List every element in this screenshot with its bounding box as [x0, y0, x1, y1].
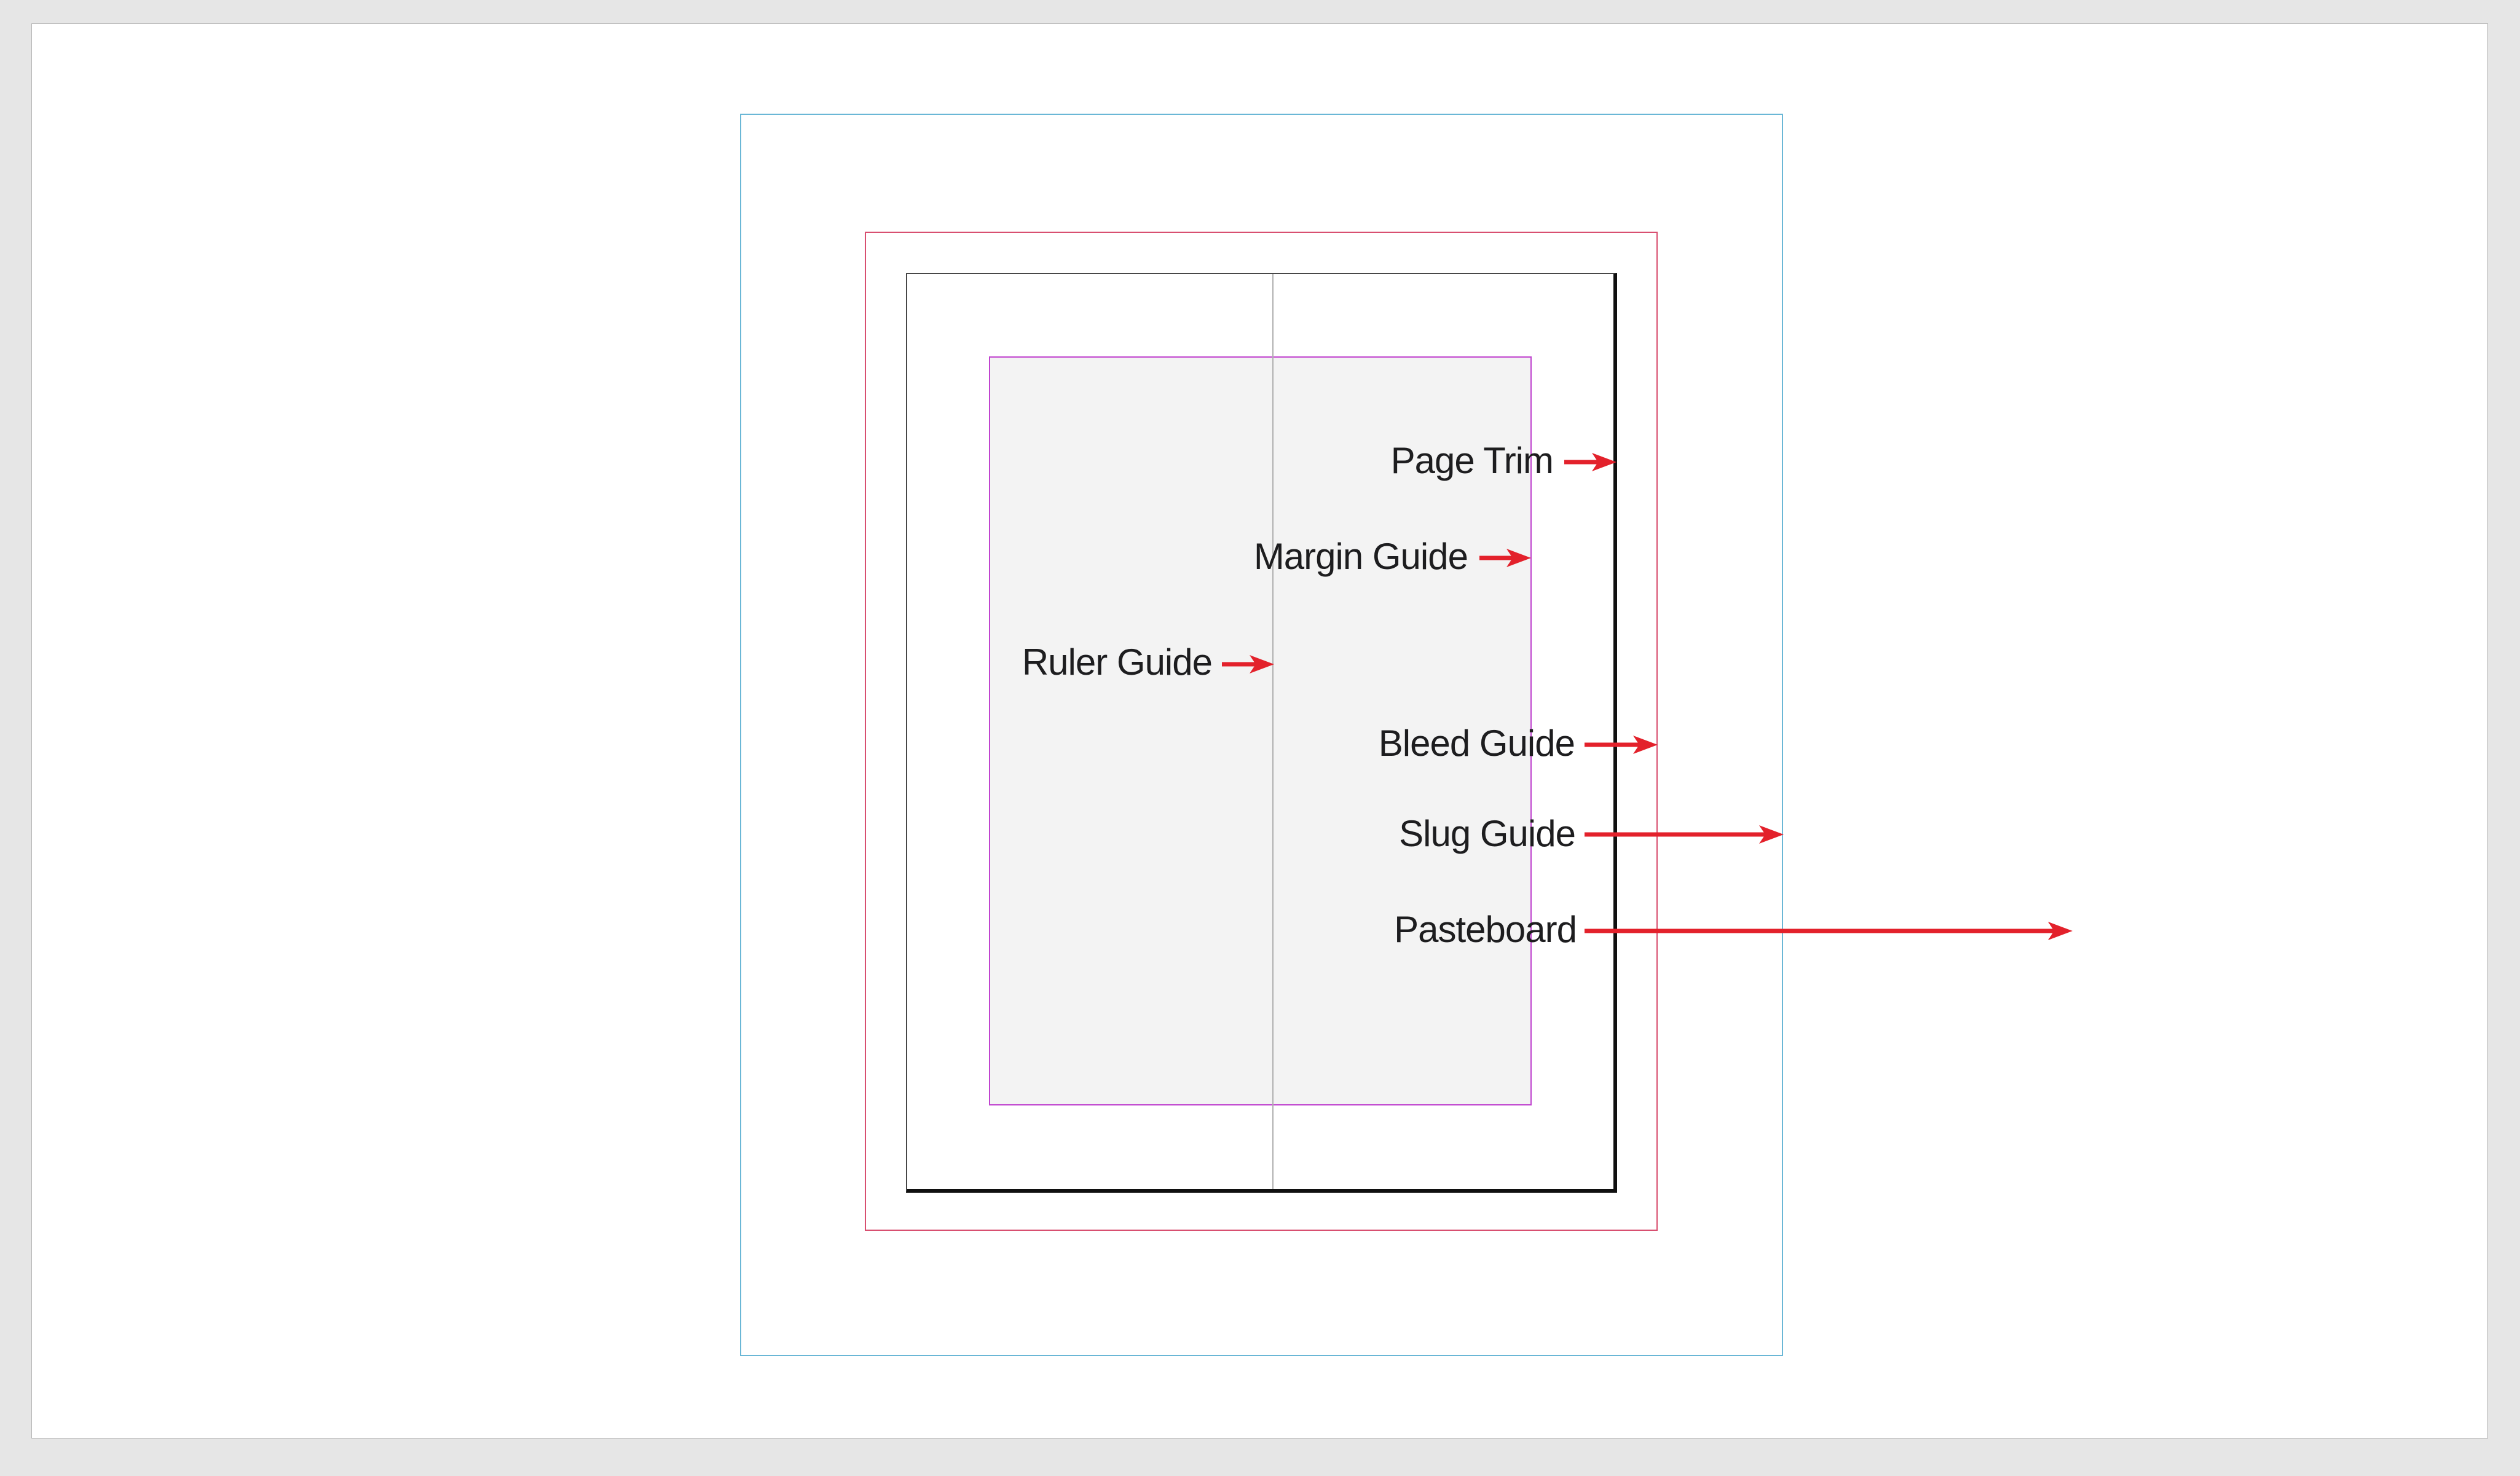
pasteboard-label: Pasteboard	[1394, 909, 1577, 950]
ruler-guide-arrow	[1222, 655, 1274, 673]
pasteboard-arrow	[1585, 922, 2073, 940]
slug-guide-rect	[740, 114, 1783, 1356]
margin-guide-label: Margin Guide	[1253, 536, 1468, 577]
ruler-guide-line	[1272, 274, 1274, 1189]
page-trim-label: Page Trim	[1390, 440, 1554, 481]
margin-guide-rect	[989, 356, 1532, 1105]
bleed-guide-rect	[865, 232, 1658, 1231]
margin-guide-arrow	[1479, 549, 1531, 567]
slug-guide-label: Slug Guide	[1399, 813, 1576, 854]
page-trim-arrow	[1564, 453, 1616, 471]
ruler-guide-label: Ruler Guide	[1022, 642, 1213, 683]
bleed-guide-arrow	[1585, 736, 1658, 754]
page-trim-rect	[906, 273, 1617, 1193]
bleed-guide-label: Bleed Guide	[1378, 723, 1575, 764]
slug-guide-arrow	[1585, 825, 1784, 844]
